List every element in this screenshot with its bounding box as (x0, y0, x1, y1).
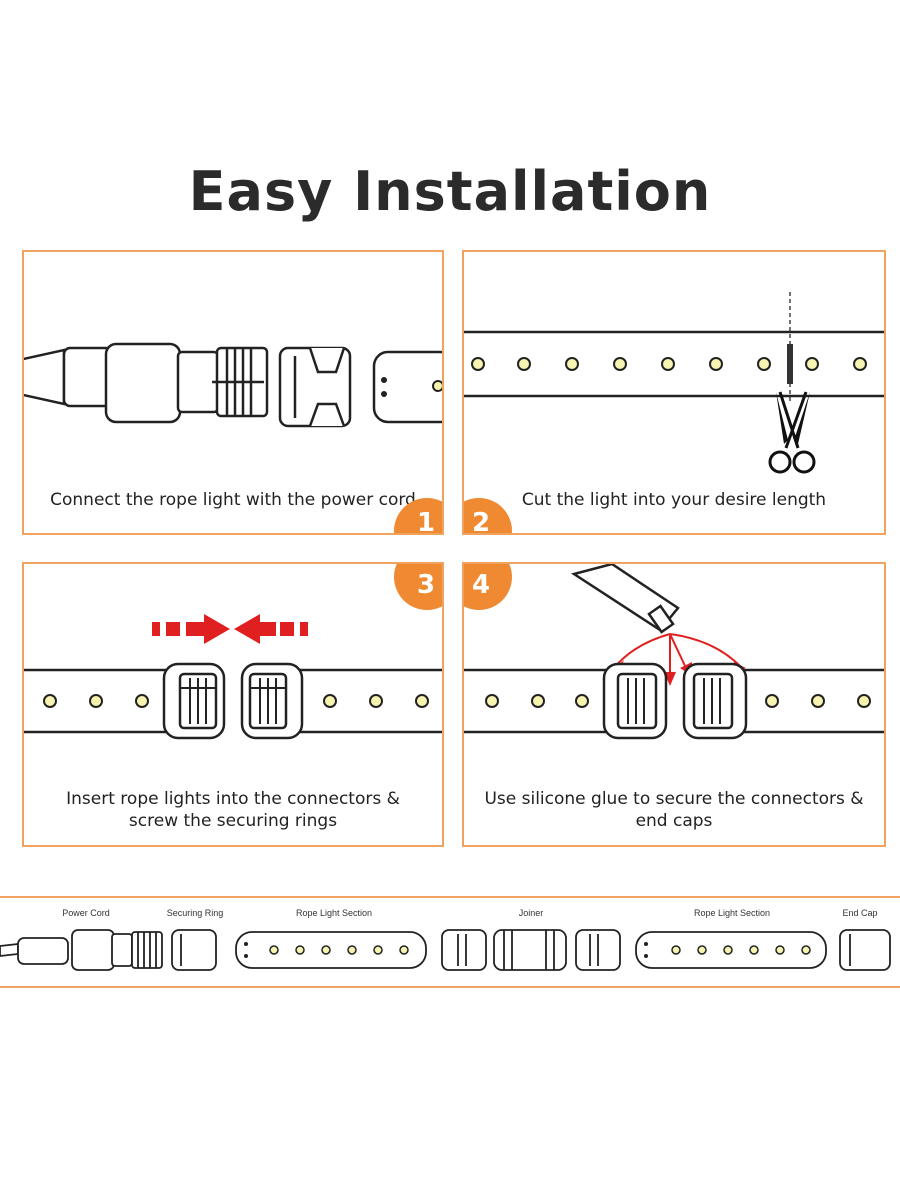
step-2-number: 2 (472, 508, 491, 535)
step-3-panel: Insert rope lights into the connectors &… (22, 562, 444, 847)
step-3-badge: 3 (394, 564, 442, 610)
page-title: Easy Installation (188, 160, 712, 223)
step-1-panel: Connect the rope light with the power co… (22, 250, 444, 535)
rope-light-section-2-label: Rope Light Section (693, 908, 771, 918)
step-2-caption: Cut the light into your desire length (521, 490, 827, 510)
parts-illustration (0, 929, 891, 971)
insert-connectors-illustration (24, 614, 442, 740)
scissors-icon (768, 391, 816, 474)
step-4-caption: Use silicone glue to secure the connecto… (484, 789, 864, 831)
end-cap-label: End Cap (842, 908, 878, 918)
push-arrows-icon (152, 614, 308, 644)
rope-light-section-1-label: Rope Light Section (295, 908, 373, 918)
power-cord-label: Power Cord (62, 908, 110, 918)
step-4-number: 4 (472, 570, 491, 600)
power-cord-connect-illustration (24, 342, 442, 428)
step-4-panel: Use silicone glue to secure the connecto… (462, 562, 886, 847)
step-1-number: 1 (417, 508, 436, 535)
step-1-caption: Connect the rope light with the power co… (50, 490, 416, 510)
glue-tube-icon (570, 564, 680, 634)
silicone-glue-illustration (464, 564, 884, 740)
step-2-panel: Cut the light into your desire length 2 (462, 250, 886, 535)
cut-rope-illustration (464, 292, 884, 474)
securing-ring-label: Securing Ring (166, 908, 224, 918)
joiner-label: Joiner (518, 908, 544, 918)
step-3-caption: Insert rope lights into the connectors &… (66, 789, 400, 831)
parts-strip: Power Cord Securing Ring Rope Light Sect… (0, 896, 900, 988)
step-3-number: 3 (417, 570, 436, 600)
